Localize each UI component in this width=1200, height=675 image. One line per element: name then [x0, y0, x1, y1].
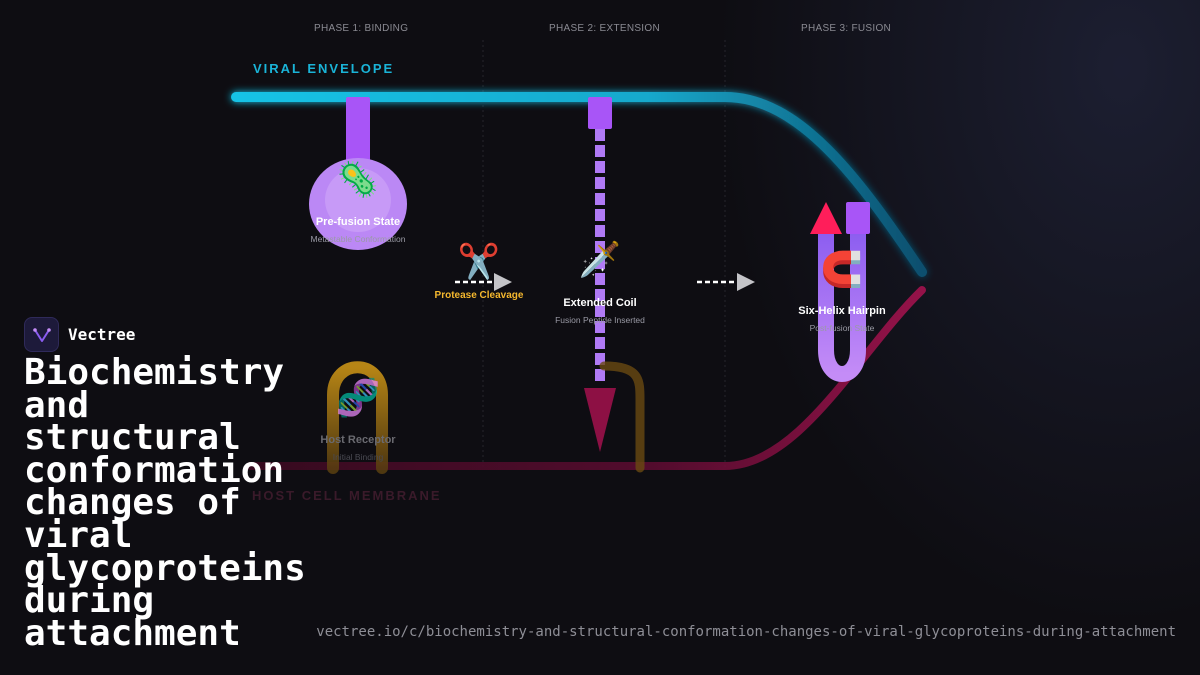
- host-receptor-shape: [327, 361, 388, 474]
- brand-name: Vectree: [68, 325, 136, 344]
- hairpin-title: Six-Helix Hairpin: [798, 305, 886, 317]
- host-membrane-line: [246, 286, 926, 470]
- hairpin-anchor: [846, 202, 870, 234]
- prefusion-stalk: [346, 97, 370, 165]
- brand: Vectree: [24, 317, 135, 352]
- transition-arrow-2-head: [737, 273, 755, 291]
- prefusion-title: Pre-fusion State: [315, 216, 401, 228]
- fusion-peptide-spike: [584, 388, 616, 452]
- page-title: Biochemistry and structural conformation…: [24, 352, 306, 654]
- brand-logo-icon: [24, 317, 59, 352]
- transition-arrow-1-head: [494, 273, 512, 291]
- hairpin-peptide-triangle: [810, 202, 842, 234]
- scissors-icon: ✂️: [457, 243, 501, 281]
- virus-icon: 🦠: [336, 161, 380, 199]
- extended-coil-anchor: [588, 97, 612, 129]
- hairpin-subtitle: Post-fusion State: [809, 323, 875, 333]
- host-receptor-secondary: [599, 361, 645, 473]
- extended-coil-title: Extended Coil: [563, 297, 637, 309]
- prefusion-core: [325, 168, 391, 232]
- magnet-icon: 🧲: [820, 251, 864, 289]
- hairpin-shape: [818, 220, 866, 382]
- protease-cleavage-label: Protease Cleavage: [434, 290, 524, 301]
- dagger-icon: 🗡️: [578, 241, 622, 279]
- host-receptor-title: Host Receptor: [320, 434, 396, 446]
- phase-2-label: PHASE 2: EXTENSION: [549, 23, 660, 34]
- source-url[interactable]: vectree.io/c/biochemistry-and-structural…: [316, 624, 1176, 640]
- viral-envelope-line: [231, 92, 927, 277]
- extended-coil-subtitle: Fusion Peptide Inserted: [555, 315, 645, 325]
- host-membrane-label: HOST CELL MEMBRANE: [252, 488, 442, 503]
- host-receptor-subtitle: Initial Binding: [332, 452, 384, 462]
- prefusion-subtitle: Metastable Conformation: [310, 234, 406, 244]
- phase-1-label: PHASE 1: BINDING: [314, 23, 409, 34]
- phase-3-label: PHASE 3: FUSION: [801, 23, 892, 34]
- dna-icon: 🧬: [335, 377, 381, 418]
- viral-envelope-label: VIRAL ENVELOPE: [253, 61, 395, 76]
